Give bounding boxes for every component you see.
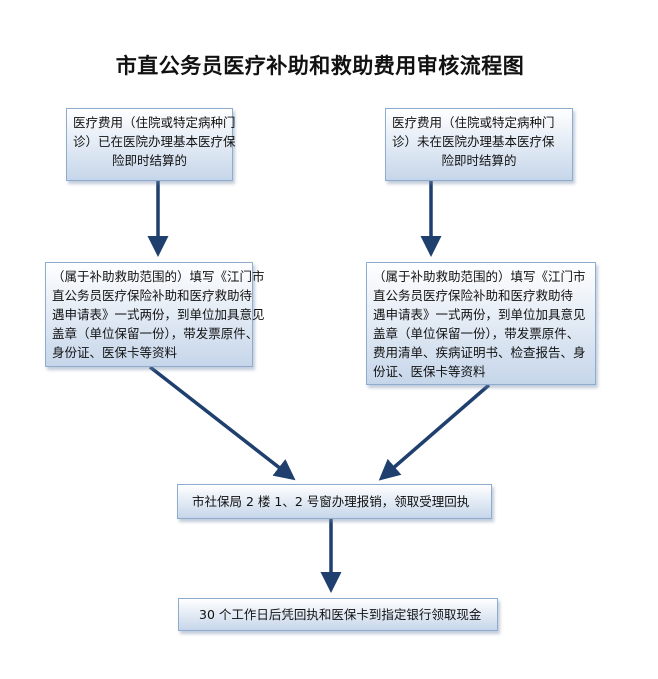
- arrow-right-to-submit: [378, 383, 491, 481]
- box-settled-materials: （属于补助救助范围的）填写《江门市 直公务员医疗保险补助和医疗救助待 遇申请表》…: [45, 262, 265, 367]
- box-line: 医疗费用（住院或特定病种门: [73, 115, 236, 130]
- box-line: 身份证、医保卡等资料: [52, 345, 178, 360]
- box-collect: 30 个工作日后凭回执和医保卡到指定银行领取现金: [178, 598, 498, 631]
- box-line: （属于补助救助范围的）填写《江门市: [373, 269, 586, 284]
- box-line: 市社保局 2 楼 1、2 号窗办理报销，领取受理回执: [192, 494, 470, 509]
- box-line: 险即时结算的: [441, 153, 517, 168]
- box-line: 盖章（单位保留一份），带发票原件、: [373, 326, 580, 341]
- diagram-title: 市直公务员医疗补助和救助费用审核流程图: [115, 54, 525, 78]
- box-not-settled: 医疗费用（住院或特定病种门 诊）未在医院办理基本医疗保 险即时结算的: [385, 108, 573, 181]
- box-line: 险即时结算的: [111, 153, 187, 168]
- box-line: 费用清单、疾病证明书、检查报告、身: [373, 345, 586, 360]
- box-submit: 市社保局 2 楼 1、2 号窗办理报销，领取受理回执: [177, 484, 492, 519]
- box-line: 诊）已在医院办理基本医疗保: [73, 134, 236, 149]
- box-line: 遇申请表》一式两份，到单位加具意见: [52, 307, 265, 322]
- box-line: 份证、医保卡等资料: [373, 364, 486, 379]
- box-line: （属于补助救助范围的）填写《江门市: [52, 269, 265, 284]
- box-line: 医疗费用（住院或特定病种门: [392, 115, 555, 130]
- box-line: 诊）未在医院办理基本医疗保: [392, 134, 555, 149]
- box-line: 30 个工作日后凭回执和医保卡到指定银行领取现金: [199, 607, 482, 622]
- box-not-settled-materials: （属于补助救助范围的）填写《江门市 直公务员医疗保险补助和医疗救助待 遇申请表》…: [366, 262, 596, 385]
- arrow-left-to-submit: [148, 365, 296, 481]
- box-line: 直公务员医疗保险补助和医疗救助待: [52, 288, 253, 303]
- box-line: 直公务员医疗保险补助和医疗救助待: [373, 288, 574, 303]
- box-settled: 医疗费用（住院或特定病种门 诊）已在医院办理基本医疗保 险即时结算的: [66, 108, 236, 181]
- box-line: 盖章（单位保留一份），带发票原件、: [52, 326, 259, 341]
- box-line: 遇申请表》一式两份，到单位加具意见: [373, 307, 586, 322]
